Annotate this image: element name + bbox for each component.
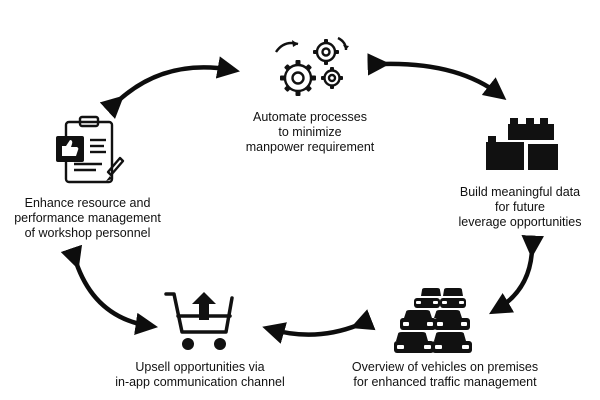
label-build-line-3: leverage opportunities — [458, 215, 582, 229]
parked-cars-icon — [394, 288, 472, 353]
label-build-line-1: Build meaningful data — [459, 185, 581, 199]
blocks-icon — [486, 118, 558, 170]
arrow-upsell-enhance — [60, 244, 159, 336]
label-upsell-line-2: in-app communication channel — [115, 375, 285, 389]
arrow-automate-build — [367, 53, 507, 101]
label-overview-line-2: for enhanced traffic management — [353, 375, 537, 389]
arrow-build-overview — [489, 235, 544, 315]
label-enhance: Enhance resource and performance managem… — [0, 196, 175, 241]
label-automate-line-1: Automate processes — [253, 110, 367, 124]
arrow-overview-upsell — [262, 309, 376, 344]
label-build-line-2: for future — [494, 200, 546, 214]
arrow-enhance-automate — [99, 56, 240, 120]
label-automate-line-3: manpower requirement — [245, 140, 375, 154]
label-overview: Overview of vehicles on premises for enh… — [330, 360, 560, 390]
gears-icon — [275, 36, 349, 96]
label-enhance-line-1: Enhance resource and — [24, 196, 151, 210]
label-overview-line-1: Overview of vehicles on premises — [351, 360, 539, 374]
label-enhance-line-3: of workshop personnel — [24, 226, 151, 240]
label-automate: Automate processes to minimize manpower … — [225, 110, 395, 155]
label-automate-line-2: to minimize — [278, 125, 342, 139]
shopping-cart-upload-icon — [164, 292, 234, 350]
label-upsell-line-1: Upsell opportunities via — [135, 360, 265, 374]
label-enhance-line-2: performance management — [14, 211, 161, 225]
clipboard-thumbs-up-icon — [56, 115, 125, 184]
label-build: Build meaningful data for future leverag… — [440, 185, 600, 230]
label-upsell: Upsell opportunities via in-app communic… — [100, 360, 300, 390]
